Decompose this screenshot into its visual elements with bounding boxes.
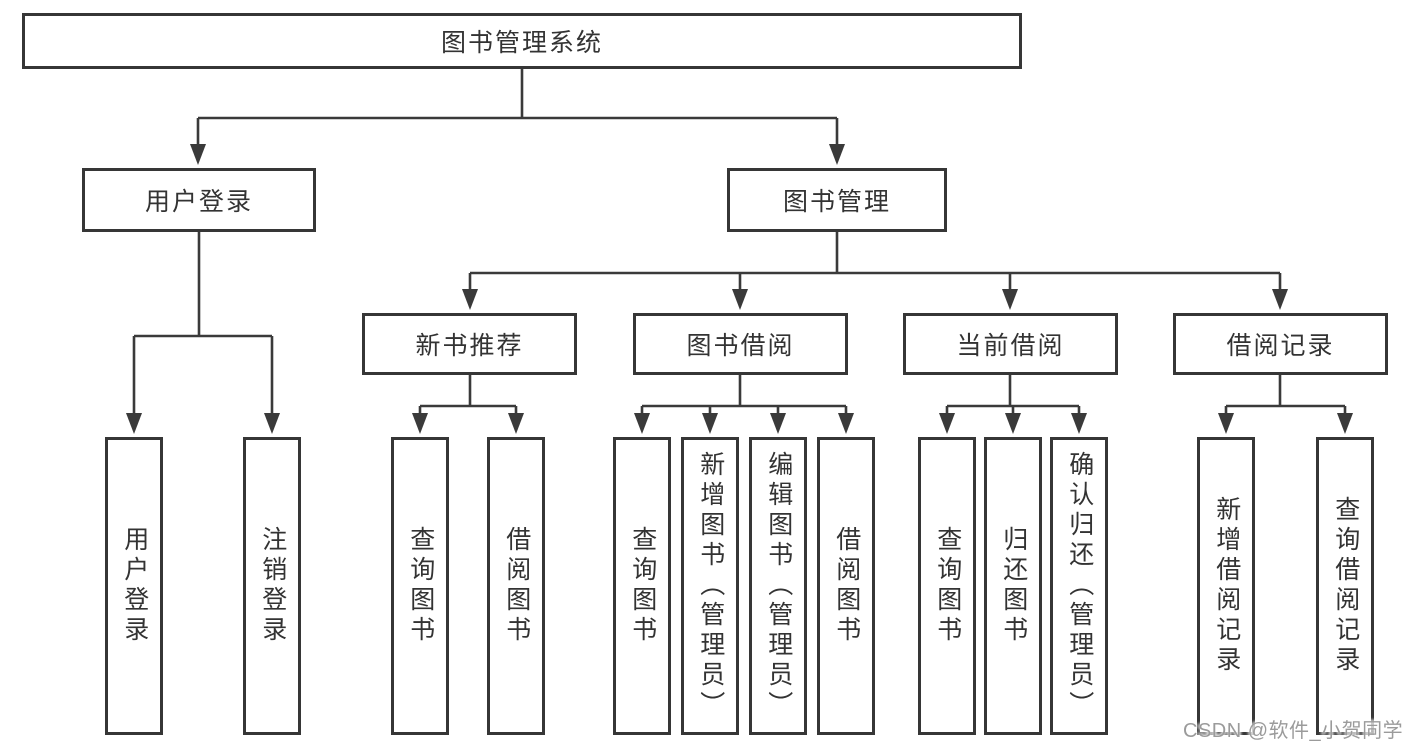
node-new-book-recommend: 新书推荐 xyxy=(362,313,577,375)
node-book-borrow: 图书借阅 xyxy=(633,313,848,375)
node-leaf-query-books-recommend: 查询图书 xyxy=(391,437,449,735)
node-leaf-return-book: 归还图书 xyxy=(984,437,1042,735)
node-user-login-branch: 用户登录 xyxy=(82,168,316,232)
node-leaf-logout: 注销登录 xyxy=(243,437,301,735)
node-leaf-borrow-books: 借阅图书 xyxy=(817,437,875,735)
node-leaf-add-borrow-record: 新增借阅记录 xyxy=(1197,437,1255,735)
node-leaf-confirm-return-admin: 确认归还（管理员） xyxy=(1050,437,1108,735)
node-current-borrow: 当前借阅 xyxy=(903,313,1118,375)
node-leaf-query-books-current: 查询图书 xyxy=(918,437,976,735)
node-library-system: 图书管理系统 xyxy=(22,13,1022,69)
node-leaf-add-book-admin: 新增图书（管理员） xyxy=(681,437,739,735)
node-borrow-records: 借阅记录 xyxy=(1173,313,1388,375)
node-leaf-borrow-books-recommend: 借阅图书 xyxy=(487,437,545,735)
arrowheads xyxy=(126,144,1353,434)
node-leaf-query-books-borrow: 查询图书 xyxy=(613,437,671,735)
csdn-watermark: CSDN @软件_小贺同学 xyxy=(1183,720,1404,742)
node-leaf-edit-book-admin: 编辑图书（管理员） xyxy=(749,437,807,735)
node-book-management: 图书管理 xyxy=(727,168,947,232)
node-leaf-query-borrow-record: 查询借阅记录 xyxy=(1316,437,1374,735)
node-leaf-user-login: 用户登录 xyxy=(105,437,163,735)
